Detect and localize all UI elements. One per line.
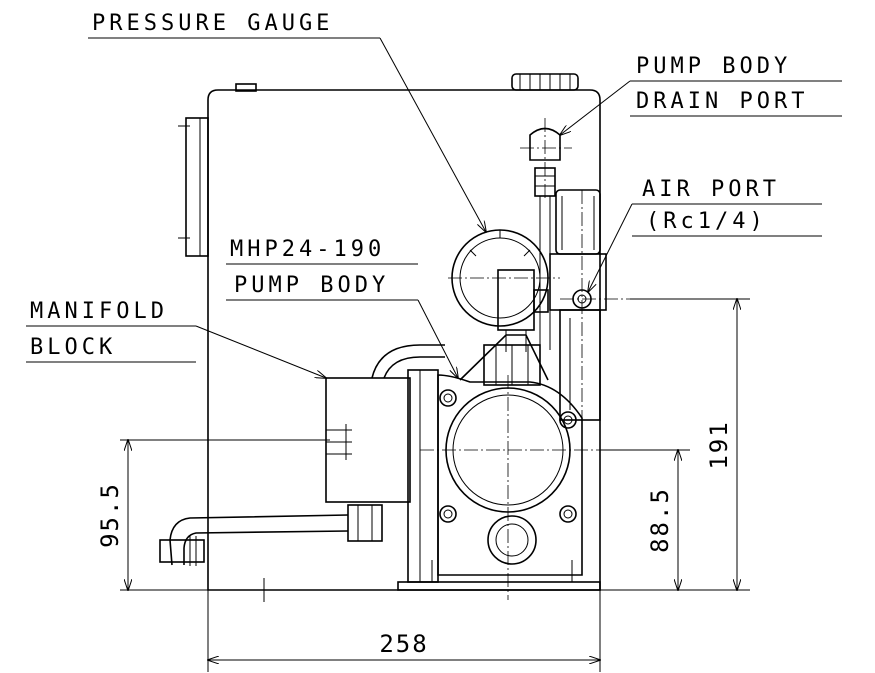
center-marks xyxy=(250,578,278,602)
dimension-width-label: 258 xyxy=(379,630,428,658)
label-air-port-line2: (Rc1/4) xyxy=(646,209,767,234)
dimension-width xyxy=(208,590,600,672)
callout-pump-body-drain-port: PUMP BODY DRAIN PORT xyxy=(560,54,842,135)
dimension-right-heights xyxy=(600,299,750,590)
dimension-right-high-label: 191 xyxy=(705,420,733,469)
dimension-right-low-label: 88.5 xyxy=(646,487,674,553)
manifold-block xyxy=(325,377,411,503)
pump-body xyxy=(397,369,610,600)
label-drain-port-line1: PUMP BODY xyxy=(636,54,791,79)
air-filter-regulator xyxy=(549,189,630,430)
filler-cap xyxy=(511,73,579,91)
label-air-port-line1: AIR PORT xyxy=(642,177,780,202)
tank-side-flange xyxy=(178,117,209,257)
label-manifold-line1: MANIFOLD xyxy=(30,299,168,324)
callout-manifold-block: MANIFOLD BLOCK xyxy=(26,299,326,378)
pressure-gauge xyxy=(448,229,560,352)
tank xyxy=(207,83,601,591)
drain-port-fitting xyxy=(520,118,572,350)
callout-pressure-gauge: PRESSURE GAUGE xyxy=(88,11,486,232)
label-manifold-line2: BLOCK xyxy=(30,335,116,360)
dimension-left-height xyxy=(120,440,330,590)
label-mhp-line1: MHP24-190 xyxy=(230,237,385,262)
outlet-pipe xyxy=(159,504,383,566)
callout-air-port: AIR PORT (Rc1/4) xyxy=(588,177,822,292)
callout-mhp-pump-body: MHP24-190 PUMP BODY xyxy=(226,237,458,378)
pressure-piping xyxy=(459,334,549,386)
label-mhp-line2: PUMP BODY xyxy=(234,273,389,298)
dimension-left-height-label: 95.5 xyxy=(96,482,124,548)
hose xyxy=(371,344,445,379)
label-pressure-gauge: PRESSURE GAUGE xyxy=(92,11,333,36)
label-drain-port-line2: DRAIN PORT xyxy=(636,89,808,114)
